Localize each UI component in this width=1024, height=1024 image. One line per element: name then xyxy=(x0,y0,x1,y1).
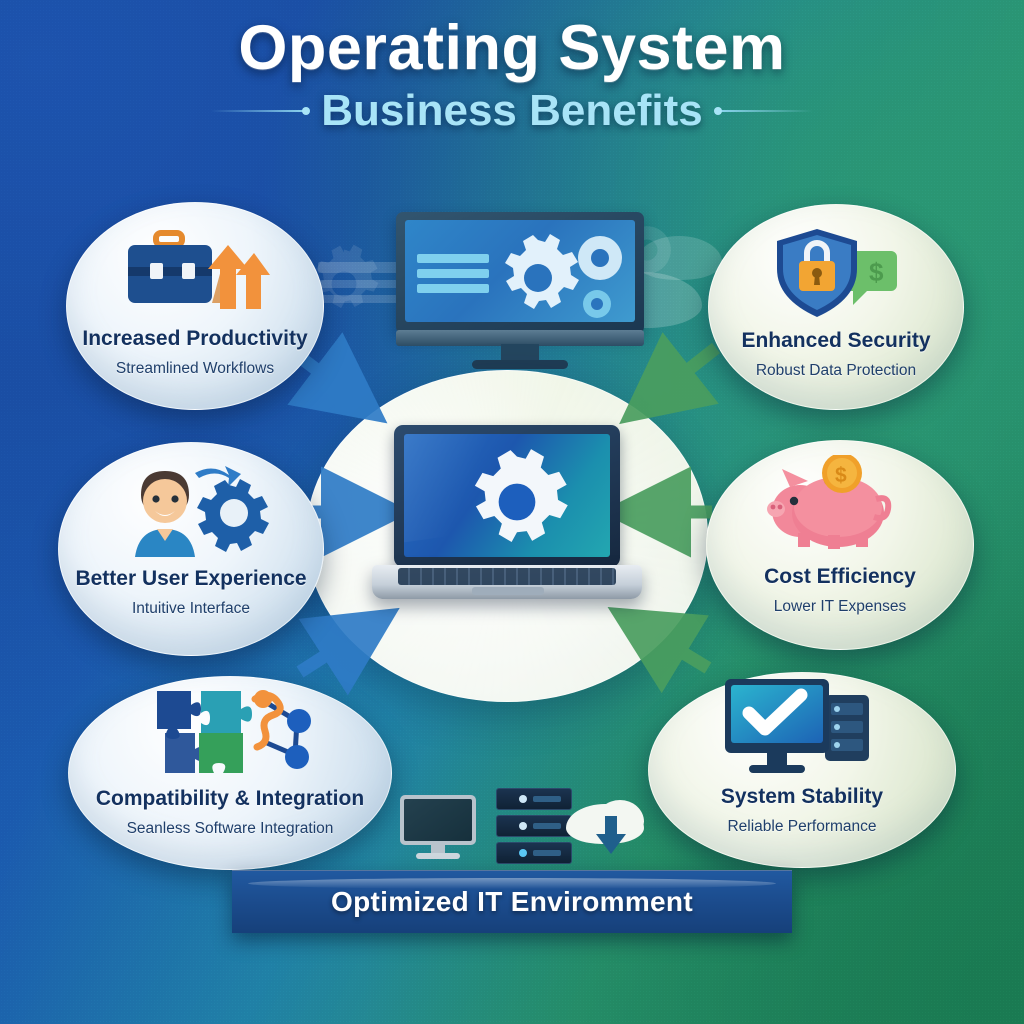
briefcase-up-arrows-icon xyxy=(67,203,323,321)
title-block: Operating System Business Benefits xyxy=(0,16,1024,136)
benefit-title: Increased Productivity xyxy=(82,327,308,350)
piggy-bank-coin-icon: $ xyxy=(707,441,973,559)
page-subtitle: Business Benefits xyxy=(321,86,703,136)
benefit-cost-efficiency[interactable]: $ Cost Efficiency Lower IT Expenses xyxy=(706,440,974,650)
benefit-subtitle: Seanless Software Integration xyxy=(126,820,334,837)
cloud-download-icon xyxy=(566,800,650,864)
page-title: Operating System xyxy=(238,13,786,83)
svg-text:$: $ xyxy=(835,464,847,487)
benefit-title: System Stability xyxy=(720,785,884,808)
banner-highlight xyxy=(248,878,776,889)
desktop-monitor-gears-icon xyxy=(396,212,644,370)
benefit-title: Cost Efficiency xyxy=(764,565,916,588)
benefit-enhanced-security[interactable]: $ Enhanced Security Robust Data Protecti… xyxy=(708,204,964,410)
benefit-title: Compatibility & Integration xyxy=(95,787,365,810)
benefit-subtitle: Reliable Performance xyxy=(727,818,877,835)
desktop-monitor-icon xyxy=(400,795,476,861)
summary-banner: Optimized IT Enviromment xyxy=(176,870,848,949)
title-rule-right xyxy=(713,107,813,116)
title-rule-left xyxy=(211,107,311,116)
banner-tail-left xyxy=(176,887,238,949)
benefit-subtitle: Robust Data Protection xyxy=(755,362,917,379)
laptop-gear-icon xyxy=(372,425,642,630)
benefit-subtitle: Intuitive Interface xyxy=(131,600,251,617)
server-rack-icon xyxy=(496,788,572,866)
svg-text:$: $ xyxy=(869,257,884,287)
benefit-subtitle: Streamlined Workflows xyxy=(115,360,275,377)
benefit-better-user-experience[interactable]: Better User Experience Intuitive Interfa… xyxy=(58,442,324,656)
benefit-increased-productivity[interactable]: Increased Productivity Streamlined Workf… xyxy=(66,202,324,410)
subtitle-row: Business Benefits xyxy=(0,86,1024,136)
benefit-subtitle: Lower IT Expenses xyxy=(773,598,907,615)
benefit-title: Better User Experience xyxy=(75,567,307,590)
benefit-system-stability[interactable]: System Stability Reliable Performance xyxy=(648,672,956,868)
monitor-check-server-icon xyxy=(649,673,955,779)
benefit-title: Enhanced Security xyxy=(741,329,931,352)
benefit-compatibility-integration[interactable]: Compatibility & Integration Seanless Sof… xyxy=(68,676,392,870)
shield-lock-icon: $ xyxy=(709,205,963,323)
banner-text: Optimized IT Enviromment xyxy=(331,886,693,917)
puzzle-network-icon xyxy=(69,677,391,781)
user-gear-icon xyxy=(59,443,323,561)
banner-tail-right xyxy=(786,887,848,949)
